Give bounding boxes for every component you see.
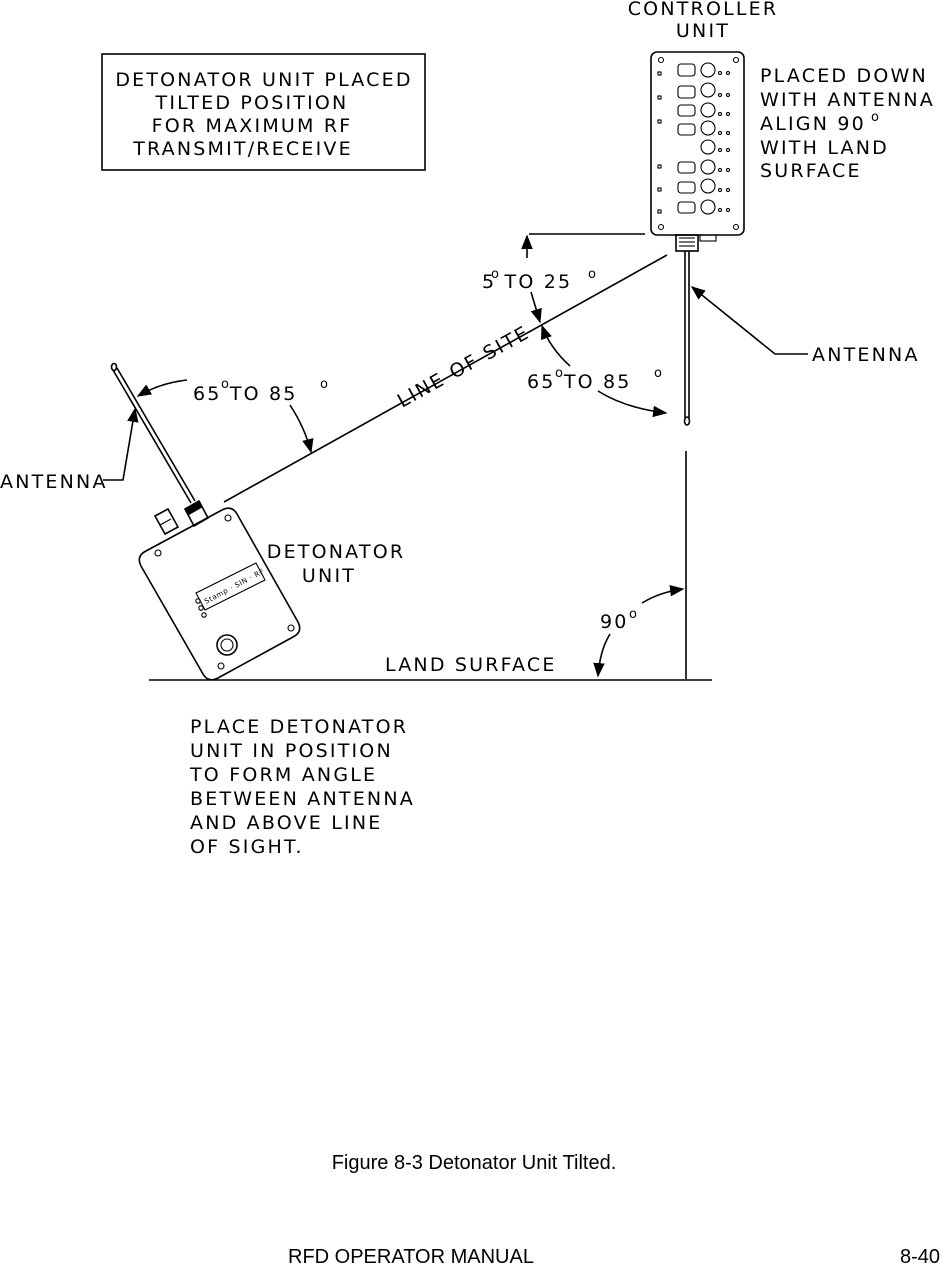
- angle-top-arrow-down: [530, 291, 542, 324]
- ninety-arc-right: [641, 584, 685, 604]
- note-box-line2: TILTED POSITION: [155, 92, 349, 114]
- antenna-right-leader: [690, 286, 808, 355]
- placed-down-line2: WITH ANTENNA: [760, 89, 935, 111]
- angle-right-arc-bottom: [597, 390, 668, 418]
- angle-left-label: 65 TO 85: [193, 383, 298, 405]
- footer-page-number: 8-40: [899, 1246, 940, 1268]
- ninety-degree: o: [629, 607, 638, 622]
- land-surface-label: LAND SURFACE: [385, 654, 557, 676]
- placed-down-line1: PLACED DOWN: [760, 65, 928, 87]
- placed-down-line5: SURFACE: [760, 160, 862, 182]
- instructions-line5: AND ABOVE LINE: [190, 812, 382, 834]
- angle-right-degree-1: o: [555, 366, 564, 381]
- note-box-line4: TRANSMIT/RECEIVE: [132, 138, 353, 160]
- angle-left-degree-1: o: [221, 377, 230, 392]
- line-of-site-label: LINE OF SITE: [394, 321, 534, 412]
- detonator-unit-label-line1: DETONATOR: [267, 541, 406, 563]
- controller-unit-drawing: [650, 51, 745, 426]
- angle-right-arc-top: [541, 324, 571, 367]
- angle-top-degree-2: o: [588, 267, 597, 282]
- ninety-arc-left: [593, 633, 611, 678]
- detonator-unit-label-line2: UNIT: [302, 565, 356, 587]
- angle-left-arc-bottom: [289, 404, 314, 454]
- note-box: [101, 53, 426, 171]
- placed-down-line4: WITH LAND: [760, 137, 889, 159]
- instructions-line6: OF SIGHT.: [190, 836, 304, 858]
- angle-right-degree-2: o: [654, 366, 663, 381]
- antenna-left-leader: [103, 407, 139, 481]
- placed-down-line3: ALIGN 90: [760, 113, 866, 135]
- placed-down-degree: o: [871, 110, 880, 125]
- angle-top-label: 5 TO 25: [482, 271, 572, 293]
- antenna-left-label: ANTENNA: [0, 471, 108, 493]
- instructions-line1: PLACE DETONATOR: [190, 716, 408, 738]
- angle-left-arc-top: [136, 379, 188, 397]
- figure-caption: Figure 8-3 Detonator Unit Tilted.: [331, 1152, 617, 1174]
- instructions-line2: UNIT IN POSITION: [190, 740, 393, 762]
- controller-unit-title-line2: UNIT: [676, 20, 730, 42]
- angle-left-degree-2: o: [320, 377, 329, 392]
- note-box-line3: FOR MAXIMUM RF: [152, 115, 353, 137]
- ninety-label: 90: [600, 611, 629, 633]
- instructions-line4: BETWEEN ANTENNA: [190, 788, 415, 810]
- detonator-unit-drawing: Stamp · SIN · RF: [110, 362, 301, 681]
- angle-right-label: 65 TO 85: [527, 371, 632, 393]
- note-box-line1: DETONATOR UNIT PLACED: [115, 69, 412, 91]
- line-of-site: [223, 254, 668, 503]
- svg-text:Stamp · SIN · RF: Stamp · SIN · RF: [203, 567, 266, 606]
- footer-manual-title: RFD OPERATOR MANUAL: [288, 1246, 534, 1268]
- controller-unit-title-line1: CONTROLLER: [628, 0, 779, 20]
- antenna-right-label: ANTENNA: [812, 344, 920, 366]
- angle-top-degree-1: o: [491, 267, 500, 282]
- instructions-line3: TO FORM ANGLE: [189, 764, 377, 786]
